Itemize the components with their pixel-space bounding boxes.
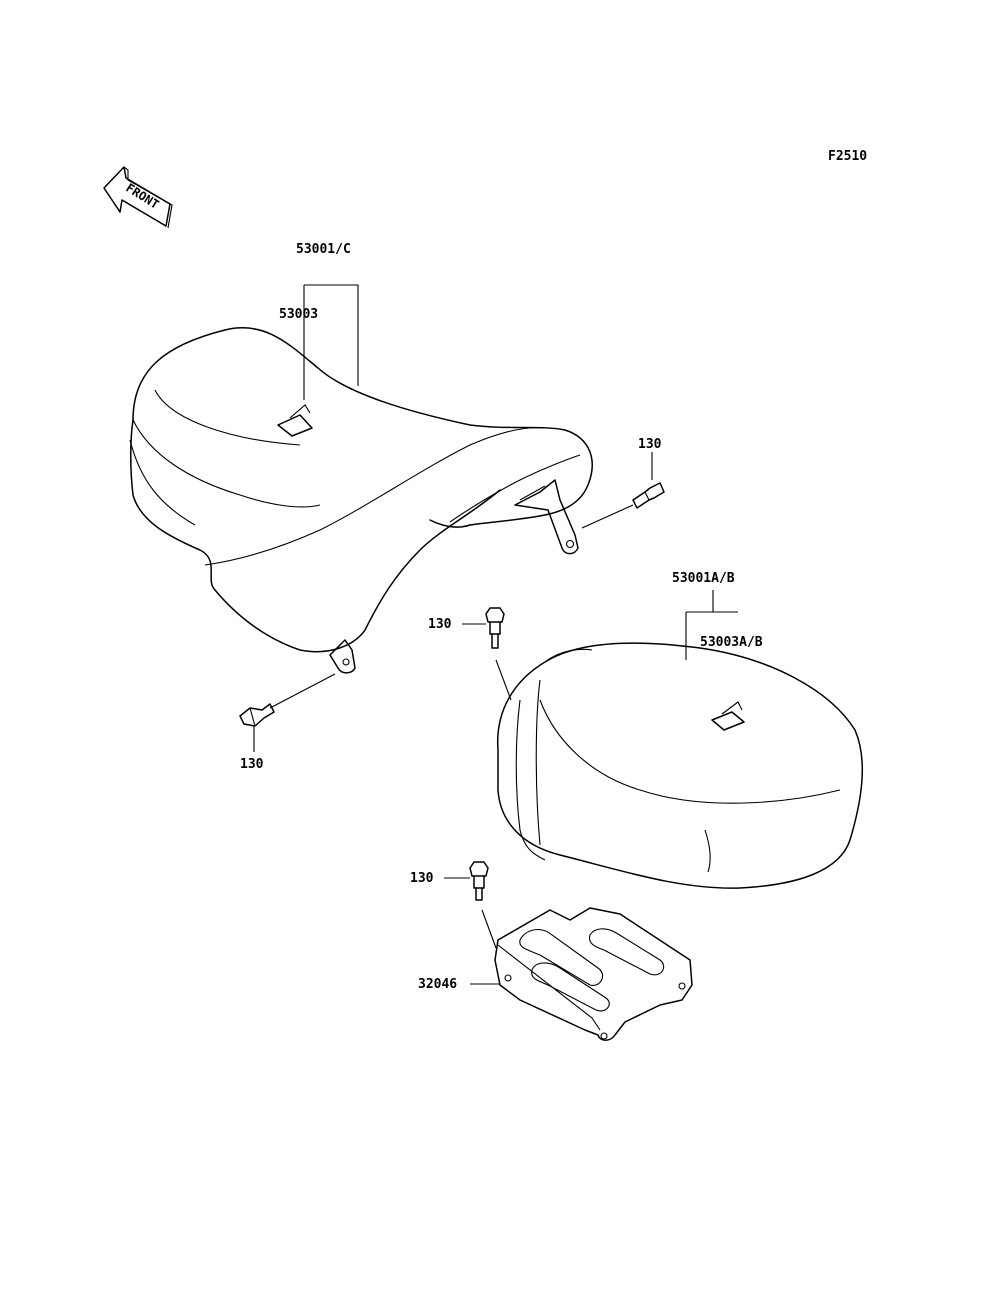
- rear-seat: [496, 642, 864, 889]
- label-plate: 32046: [418, 977, 457, 992]
- bolt-icon: [581, 452, 665, 529]
- front-seat-leaders: [303, 284, 359, 400]
- label-bolt-rear-seat: 130: [428, 617, 452, 632]
- bolt-icon: [462, 607, 512, 701]
- figure-code: F2510: [828, 149, 867, 164]
- label-front-seat-assy: 53001/C: [296, 242, 351, 257]
- rear-seat-leaders: [685, 590, 738, 660]
- label-rear-seat-assy: 53001A/B: [672, 571, 735, 586]
- label-bolt-front-right: 130: [638, 437, 662, 452]
- seat-plate: [494, 907, 693, 1041]
- label-bolt-front-left: 130: [240, 757, 264, 772]
- label-rear-seat-emblem: 53003A/B: [700, 635, 763, 650]
- label-bolt-plate: 130: [410, 871, 434, 886]
- front-seat: [129, 327, 593, 674]
- bolt-icon: [444, 861, 497, 949]
- label-front-seat-emblem: 53003: [279, 307, 318, 322]
- bolt-icon: [239, 673, 336, 752]
- front-arrow-icon: FRONT: [103, 166, 173, 229]
- front-marker: FRONT: [123, 181, 161, 212]
